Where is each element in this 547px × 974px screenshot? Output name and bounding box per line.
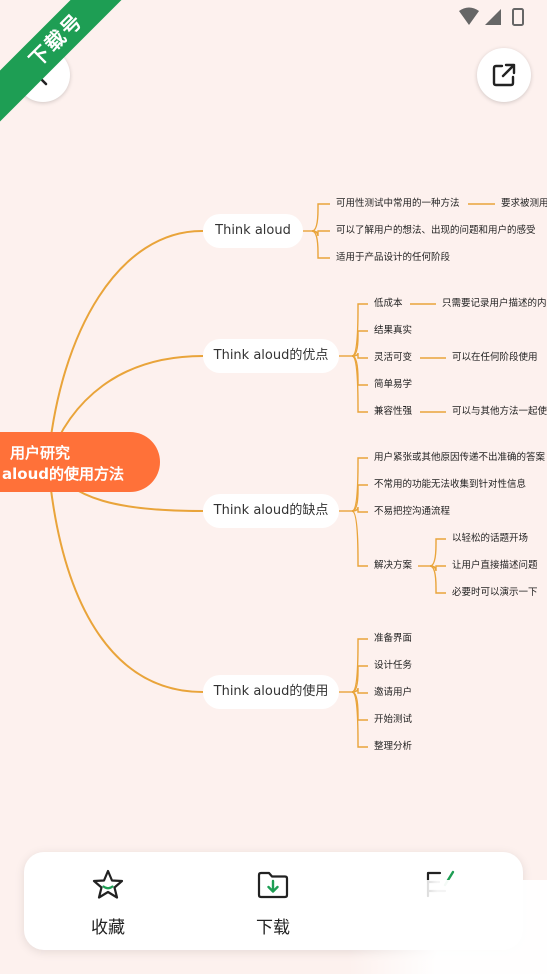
leaf-node[interactable]: 解决方案 (374, 560, 413, 571)
leaf-node[interactable]: 让用户直接描述问题 (452, 560, 538, 571)
root-node-line2: aloud的使用方法 (2, 465, 124, 483)
leaf-node[interactable]: 可以与其他方法一起使 (452, 406, 547, 417)
root-node-line1: 用户研究 (10, 444, 71, 462)
leaf-node[interactable]: 邀请用户 (374, 687, 413, 698)
solution-sub-link (429, 565, 446, 594)
leaf-node[interactable]: 结果真实 (374, 325, 413, 336)
status-icons (459, 7, 524, 26)
leaf-node[interactable]: 要求被测用 (501, 198, 547, 209)
branch-leaf-link (351, 510, 368, 567)
leaf-node[interactable]: 兼容性强 (374, 406, 413, 417)
open-external-icon (492, 63, 516, 87)
branch-leaf-link (351, 355, 368, 413)
download-folder-icon (257, 871, 289, 899)
leaf-node[interactable]: 设计任务 (374, 660, 413, 671)
favorite-button[interactable]: 收藏 (48, 852, 168, 950)
root-branch-link (47, 229, 204, 463)
leaf-node[interactable]: 不易把控沟通流程 (374, 506, 451, 517)
leaf-node[interactable]: 简单易学 (374, 379, 413, 390)
branch-leaf-link (351, 355, 368, 386)
leaf-node[interactable]: 适用于产品设计的任何阶段 (336, 252, 451, 263)
branch-leaf-link (351, 691, 368, 748)
leaf-node[interactable]: 必要时可以演示一下 (452, 587, 538, 598)
leaf-node[interactable]: 灵活可变 (374, 352, 413, 363)
watermark-fade (347, 880, 547, 974)
leaf-node[interactable]: 整理分析 (374, 741, 413, 752)
branch-node-usage[interactable]: Think aloud的使用 (203, 675, 339, 709)
leaf-node[interactable]: 低成本 (374, 298, 403, 309)
branch-node-advantages[interactable]: Think aloud的优点 (203, 339, 339, 373)
branch-node-disadvantages[interactable]: Think aloud的缺点 (203, 494, 339, 528)
branch-leaf-link (351, 691, 368, 721)
download-label: 下载 (256, 918, 290, 938)
leaf-node[interactable]: 可以在任何阶段使用 (452, 352, 538, 363)
branch-leaf-link (311, 230, 330, 259)
battery-icon (512, 8, 524, 26)
branch-leaf-link (351, 303, 368, 357)
star-icon (92, 869, 124, 899)
leaf-node[interactable]: 可用性测试中常用的一种方法 (336, 198, 460, 209)
share-button[interactable] (477, 48, 531, 102)
wifi-icon (459, 7, 479, 25)
leaf-node[interactable]: 不常用的功能无法收集到针对性信息 (374, 479, 527, 490)
root-node[interactable]: 用户研究 aloud的使用方法 (0, 432, 160, 492)
favorite-label: 收藏 (91, 918, 125, 938)
leaf-node[interactable]: 用户紧张或其他原因传递不出准确的答案 (374, 452, 546, 463)
download-button[interactable]: 下载 (213, 852, 333, 950)
leaf-node[interactable]: 以轻松的话题开场 (452, 533, 529, 544)
signal-icon (485, 9, 501, 25)
leaf-node[interactable]: 可以了解用户的想法、出现的问题和用户的感受 (336, 225, 536, 236)
leaf-node[interactable]: 只需要记录用户描述的内 (442, 298, 547, 309)
branch-node-think-aloud[interactable]: Think aloud (203, 214, 303, 248)
leaf-node[interactable]: 开始测试 (374, 714, 413, 725)
root-branch-link (47, 461, 204, 693)
leaf-node[interactable]: 准备界面 (374, 633, 413, 644)
branch-leaf-link (311, 203, 330, 232)
solution-sub-link (429, 538, 446, 567)
